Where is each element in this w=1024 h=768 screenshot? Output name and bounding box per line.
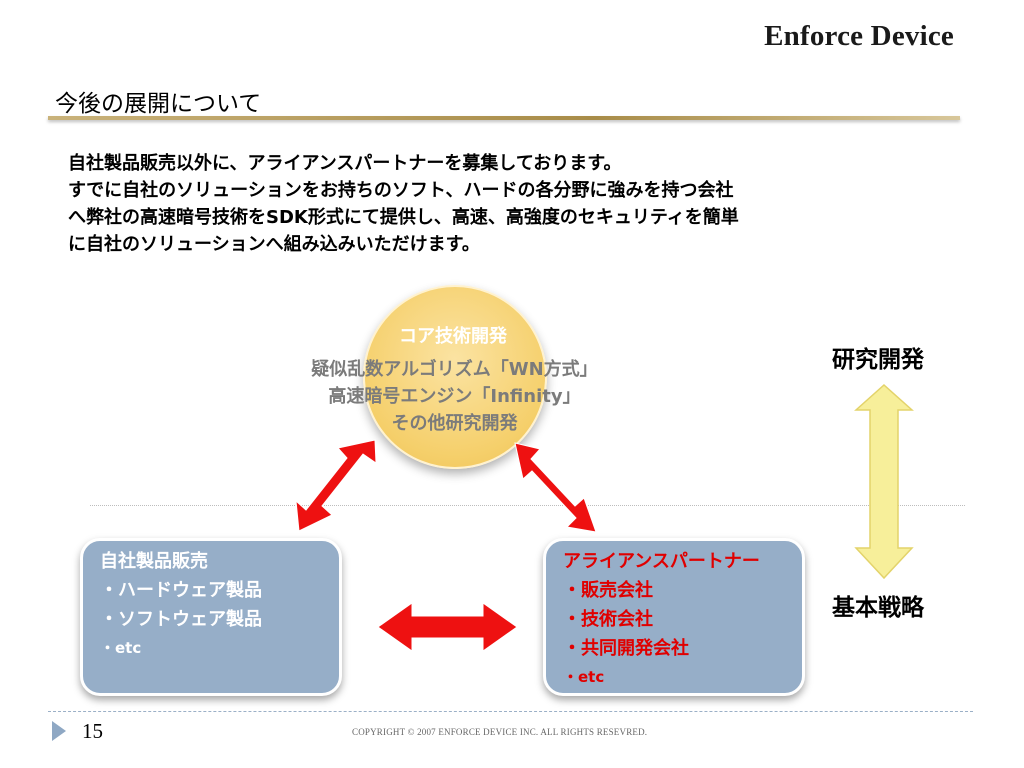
brand-logo-text: Enforce Device <box>764 20 954 52</box>
intro-line: へ弊社の高速暗号技術をSDK形式にて提供し、高速、高強度のセキュリティを簡単 <box>68 207 739 228</box>
box-item: ・etc <box>100 639 142 657</box>
box-item: ・技術会社 <box>563 609 653 630</box>
slide-title: 今後の展開について <box>55 91 262 117</box>
basic-strategy-label: 基本戦略 <box>832 595 924 621</box>
research-development-label: 研究開発 <box>832 347 924 373</box>
core-description: 疑似乱数アルゴリズム「WN方式」 高速暗号エンジン「Infinity」 その他研… <box>262 356 647 437</box>
alliance-partner-text: アライアンスパートナー ・販売会社 ・技術会社 ・共同開発会社 ・etc <box>563 547 760 692</box>
box-item: ・etc <box>563 668 605 686</box>
core-title: コア技術開発 <box>399 326 507 347</box>
box-item: ・ソフトウェア製品 <box>100 609 262 630</box>
left-diagonal-double-arrow <box>295 439 377 532</box>
intro-line: に自社のソリューションへ組み込みいただけます。 <box>68 234 480 255</box>
vertical-double-arrow <box>854 383 914 580</box>
page-number: 15 <box>82 719 103 743</box>
dotted-separator <box>90 505 965 506</box>
intro-line: すでに自社のソリューションをお持ちのソフト、ハードの各分野に強みを持つ会社 <box>68 180 734 201</box>
footer-divider <box>48 711 973 712</box>
title-underline <box>48 116 960 120</box>
box-item: ・共同開発会社 <box>563 638 689 659</box>
intro-paragraph: 自社製品販売以外に、アライアンスパートナーを募集しております。 すでに自社のソリ… <box>68 150 948 258</box>
box-title: アライアンスパートナー <box>563 551 760 572</box>
core-line: 疑似乱数アルゴリズム「WN方式」 <box>311 359 598 380</box>
box-item: ・販売会社 <box>563 580 653 601</box>
horizontal-double-arrow <box>377 602 518 652</box>
alliance-partner-box <box>543 538 805 696</box>
own-product-sales-text: 自社製品販売 ・ハードウェア製品 ・ソフトウェア製品 ・etc <box>100 547 262 663</box>
own-product-sales-box <box>80 538 342 696</box>
copyright-notice: COPYRIGHT © 2007 ENFORCE DEVICE INC. ALL… <box>352 727 648 737</box>
box-item: ・ハードウェア製品 <box>100 580 262 601</box>
triangle-marker-icon <box>52 721 66 741</box>
intro-line: 自社製品販売以外に、アライアンスパートナーを募集しております。 <box>68 153 622 174</box>
right-diagonal-double-arrow <box>514 442 597 533</box>
core-technology-circle <box>363 285 547 469</box>
core-line: 高速暗号エンジン「Infinity」 <box>328 386 581 407</box>
core-line: その他研究開発 <box>391 413 518 434</box>
box-title: 自社製品販売 <box>100 551 208 572</box>
